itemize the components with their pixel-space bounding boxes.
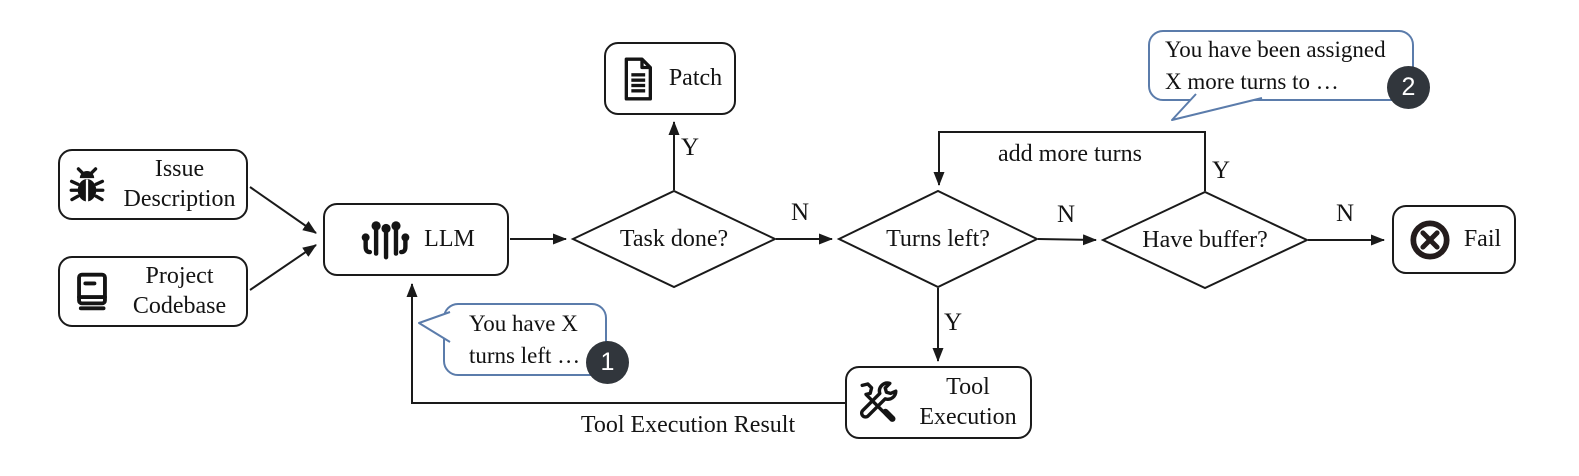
diamond-task-done bbox=[570, 189, 778, 289]
cross-circle-icon bbox=[1407, 217, 1453, 263]
node-tool-execution: Tool Execution bbox=[845, 366, 1032, 439]
node-issue-description: Issue Description bbox=[58, 149, 248, 220]
node-llm: LLM bbox=[323, 203, 509, 276]
callout-line: You have been assigned bbox=[1165, 37, 1386, 62]
label-tool-execution-result: Tool Execution Result bbox=[580, 412, 796, 438]
callout-2-badge: 2 bbox=[1387, 66, 1430, 109]
node-label: Patch bbox=[668, 64, 723, 91]
callout-1-tail bbox=[418, 311, 451, 343]
edge-label-task-done-yes: Y bbox=[681, 134, 700, 161]
edge-label-turns-left-yes: Y bbox=[944, 309, 963, 336]
edge-turnsleft-to-havebuffer bbox=[1037, 234, 1097, 246]
node-fail: Fail bbox=[1392, 205, 1516, 274]
edge-label-have-buffer-yes: Y bbox=[1212, 157, 1231, 184]
edge-label-turns-left-no: N bbox=[1057, 201, 1076, 228]
callout-1-badge: 1 bbox=[586, 341, 629, 384]
callout-line: You have X bbox=[469, 311, 578, 336]
node-label: Issue Description bbox=[123, 156, 236, 212]
diamond-label-have-buffer: Have buffer? bbox=[1142, 227, 1268, 253]
edge-codebase-to-llm bbox=[249, 244, 317, 291]
tools-icon bbox=[853, 379, 901, 427]
diamond-turns-left bbox=[836, 189, 1040, 289]
node-patch: Patch bbox=[604, 42, 736, 115]
node-label: Project Codebase bbox=[132, 263, 227, 319]
node-project-codebase: Project Codebase bbox=[58, 256, 248, 327]
edge-label-have-buffer-no: N bbox=[1336, 200, 1355, 227]
diamond-have-buffer bbox=[1100, 190, 1310, 290]
edge-addmoreturns-loop bbox=[933, 131, 1206, 191]
document-icon bbox=[618, 56, 658, 102]
node-label: LLM bbox=[424, 225, 475, 252]
callout-more-turns-message: You have been assigned X more turns to … bbox=[1148, 30, 1414, 101]
callout-2-tail bbox=[1171, 93, 1263, 121]
edge-toolresult-to-llm bbox=[406, 283, 845, 404]
node-label: Fail bbox=[1463, 225, 1502, 252]
callout-line: X more turns to … bbox=[1165, 69, 1339, 94]
book-icon bbox=[71, 270, 113, 314]
bug-icon bbox=[66, 164, 108, 206]
edge-issue-to-llm bbox=[249, 186, 317, 234]
callout-line: turns left … bbox=[469, 343, 581, 368]
edge-label-task-done-no: N bbox=[791, 199, 810, 226]
diamond-label-task-done: Task done? bbox=[619, 226, 729, 252]
chip-icon bbox=[357, 217, 413, 263]
label-add-more-turns: add more turns bbox=[998, 141, 1142, 167]
diamond-label-turns-left: Turns left? bbox=[886, 226, 990, 252]
callout-turns-left-message: You have X turns left … bbox=[443, 303, 607, 376]
node-label: Tool Execution bbox=[919, 374, 1017, 430]
